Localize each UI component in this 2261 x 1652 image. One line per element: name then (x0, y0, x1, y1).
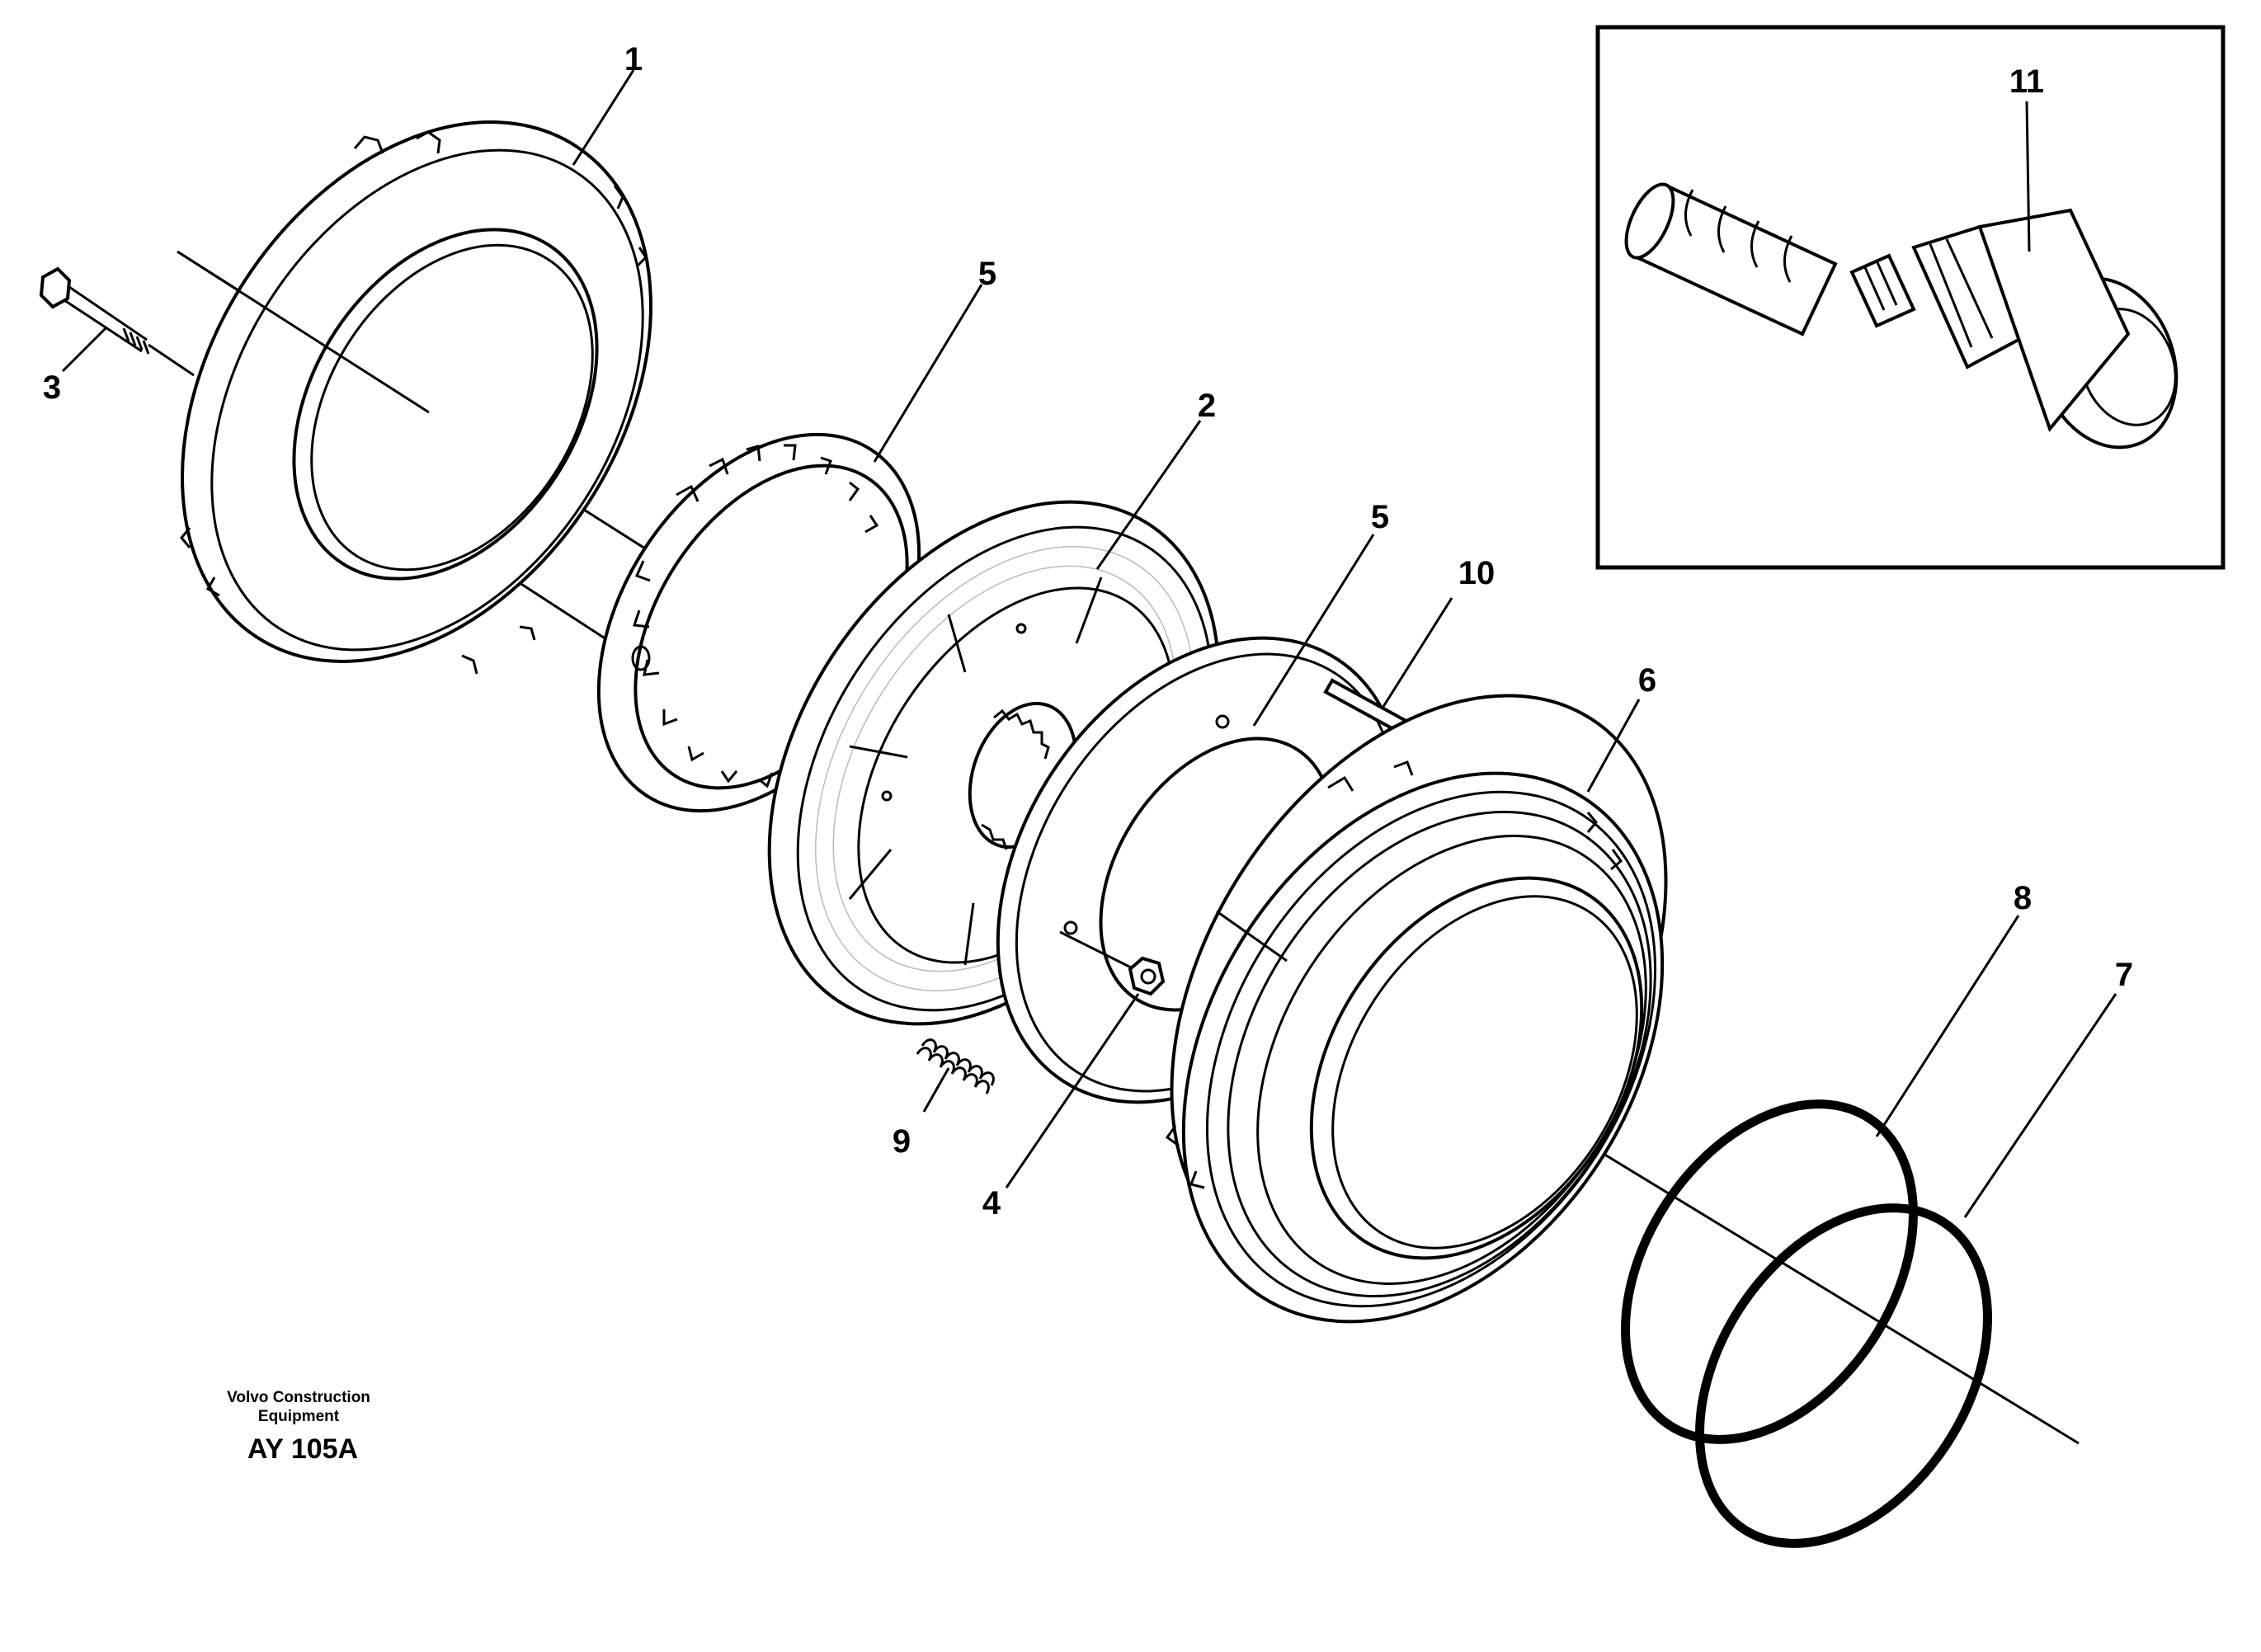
footer: Volvo Construction Equipment AY 105A (227, 1389, 370, 1465)
callout-5-right: 5 (1371, 499, 1389, 535)
callout-10: 10 (1458, 555, 1496, 591)
o-ring-part-8 (1621, 1099, 1918, 1444)
inset-box-part-11 (1595, 25, 2226, 570)
callout-7: 7 (2115, 957, 2133, 993)
callout-4: 4 (982, 1185, 1001, 1221)
nut-part-4 (1059, 930, 1166, 996)
spring-part-9 (916, 1038, 995, 1094)
company-line-1: Volvo Construction (227, 1389, 370, 1406)
callout-9: 9 (893, 1123, 911, 1160)
bolt-part-3 (39, 266, 195, 377)
callout-1: 1 (624, 41, 643, 78)
callouts: 1 2 3 4 5 5 6 7 8 9 10 11 (43, 41, 2133, 1221)
callout-2: 2 (1198, 388, 1216, 424)
plate-part-1 (180, 120, 652, 675)
callout-5-left: 5 (978, 256, 996, 292)
callout-3: 3 (43, 369, 61, 406)
o-ring-part-7 (1695, 1203, 1992, 1548)
callout-6: 6 (1638, 662, 1656, 699)
callout-8: 8 (2014, 880, 2032, 916)
company-line-2: Equipment (258, 1408, 340, 1425)
callout-11: 11 (2009, 64, 2044, 100)
drawing-code: AY 105A (247, 1433, 358, 1465)
leader-lines (61, 69, 2117, 1218)
